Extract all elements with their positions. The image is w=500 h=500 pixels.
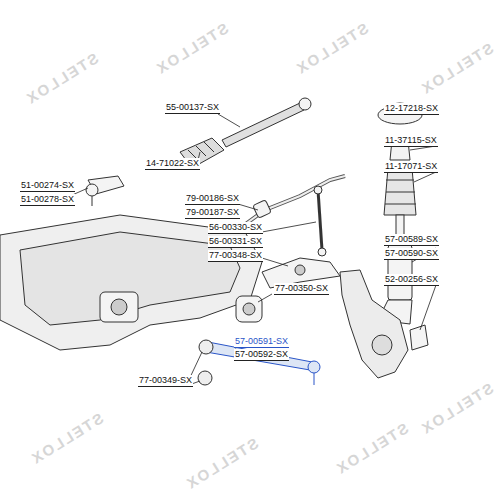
callout-number: 57-00589-SX bbox=[384, 234, 439, 246]
callout-number: 11-17071-SX bbox=[384, 161, 438, 173]
watermark: STELLOX bbox=[416, 39, 496, 97]
callout-number: 55-00137-SX bbox=[165, 102, 220, 114]
watermark: STELLOX bbox=[22, 49, 102, 107]
callout-number: 57-00592-SX bbox=[234, 349, 289, 361]
watermark: STELLOX bbox=[27, 409, 107, 467]
callout-number: 77-00349-SX bbox=[138, 375, 193, 387]
callout-number: 52-00256-SX bbox=[384, 274, 439, 286]
callout-number: 77-00350-SX bbox=[274, 283, 329, 295]
callout-number: 79-00187-SX bbox=[185, 207, 240, 219]
watermark: STELLOX bbox=[182, 434, 262, 492]
callout-number: 11-37115-SX bbox=[384, 135, 438, 147]
callout-number: 12-17218-SX bbox=[384, 103, 439, 115]
callout-number: 14-71022-SX bbox=[145, 158, 200, 170]
watermark: STELLOX bbox=[292, 19, 372, 77]
watermark: STELLOX bbox=[152, 19, 232, 77]
watermark: STELLOX bbox=[416, 379, 496, 437]
callout-number: 57-00590-SX bbox=[384, 248, 439, 260]
callout-number: 77-00348-SX bbox=[208, 250, 263, 262]
callout-number: 79-00186-SX bbox=[185, 193, 240, 205]
watermark: STELLOX bbox=[332, 419, 412, 477]
callout-number: 56-00331-SX bbox=[208, 236, 263, 248]
callout-number: 51-00274-SX bbox=[20, 180, 75, 192]
callout-number: 56-00330-SX bbox=[208, 222, 263, 234]
callout-number: 51-00278-SX bbox=[20, 194, 75, 206]
callout-number: 57-00591-SX bbox=[234, 336, 289, 348]
